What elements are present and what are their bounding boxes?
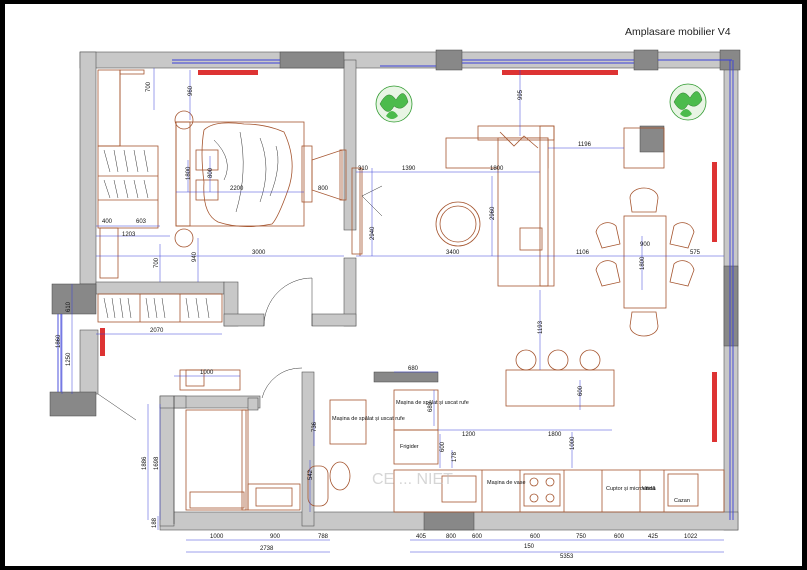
dim-1196: 1196 — [578, 142, 592, 148]
label-fridge: Frigider — [400, 444, 419, 450]
corridor-wardrobe — [97, 293, 223, 323]
kitchen: Mașina de spălat și uscat rufe Frigider … — [393, 389, 725, 513]
living-area — [351, 125, 695, 407]
dim-603: 603 — [136, 219, 147, 225]
dim-900a: 900 — [640, 242, 651, 248]
plan-title: Amplasare mobilier V4 — [625, 26, 731, 38]
dim-940: 940 — [192, 251, 198, 262]
dim-1860: 1860 — [56, 334, 62, 348]
walls — [49, 49, 741, 531]
radiators — [100, 70, 717, 442]
dim-800b: 800 — [318, 186, 329, 192]
dim-bottom-900: 900 — [270, 534, 281, 540]
dim-bottom-150: 150 — [524, 544, 535, 550]
watermark: CE ... NIET — [372, 471, 453, 488]
dim-700a: 700 — [146, 81, 152, 92]
dim-3000: 3000 — [252, 250, 266, 256]
dim-bottom-600c: 600 — [614, 534, 625, 540]
dimension-labels: 700 960 995 1800 800 2200 800 310 1390 1… — [56, 81, 701, 560]
dim-2940: 2940 — [370, 226, 376, 240]
dim-736: 736 — [312, 421, 318, 432]
dim-960: 960 — [188, 85, 194, 96]
dim-600a: 600 — [440, 441, 446, 452]
dim-bottom-425: 425 — [648, 534, 659, 540]
dim-bottom-800: 800 — [446, 534, 457, 540]
dim-400a: 400 — [102, 219, 113, 225]
dim-1800a: 1800 — [186, 166, 192, 180]
floor-plan-sheet: Amplasare mobilier V4 — [5, 4, 802, 566]
dim-1698: 1698 — [154, 456, 160, 470]
label-dishwasher: Mașina de vase — [487, 480, 526, 486]
dim-1800b: 1800 — [490, 166, 504, 172]
dim-bottom-600b: 600 — [530, 534, 541, 540]
label-washer-bath: Mașina de spălat și uscat rufe — [332, 416, 405, 422]
dimension-lines — [61, 68, 724, 553]
dim-2960: 2960 — [490, 206, 496, 220]
dim-1800c: 1800 — [640, 256, 646, 270]
dim-800a: 800 — [208, 167, 214, 178]
dim-bottom-1000: 1000 — [210, 534, 224, 540]
dim-1886: 1886 — [142, 456, 148, 470]
doors — [97, 277, 313, 524]
label-boiler: Cazan — [674, 498, 690, 504]
dim-600b: 600 — [578, 385, 584, 396]
dim-1193: 1193 — [538, 320, 544, 334]
window-lines — [57, 59, 734, 520]
dim-1200: 1200 — [462, 432, 476, 438]
dim-2200: 2200 — [230, 186, 244, 192]
dim-1250: 1250 — [66, 352, 72, 366]
dim-995: 995 — [518, 89, 524, 100]
dim-1390: 1390 — [402, 166, 416, 172]
dim-680a: 680 — [408, 366, 419, 372]
dim-3400: 3400 — [446, 250, 460, 256]
dim-bottom-1022: 1022 — [684, 534, 698, 540]
dim-610: 610 — [66, 301, 72, 312]
plant-right — [669, 83, 707, 121]
dim-310: 310 — [358, 166, 369, 172]
dim-1800d: 1800 — [548, 432, 562, 438]
dim-680b: 680 — [428, 401, 434, 412]
dim-178: 178 — [452, 451, 458, 462]
dim-bottom-405: 405 — [416, 534, 427, 540]
dim-188: 188 — [152, 517, 158, 528]
dim-2070: 2070 — [150, 328, 164, 334]
label-washer-kitchen: Mașina de spălat și uscat rufe — [396, 400, 469, 406]
dim-bottom-5353: 5353 — [560, 554, 574, 560]
bathroom: Mașina de spălat și uscat rufe — [179, 369, 405, 511]
plant-left — [375, 85, 413, 123]
dim-bottom-788: 788 — [318, 534, 329, 540]
dim-bottom-2738: 2738 — [260, 546, 274, 552]
dim-bottom-750: 750 — [576, 534, 587, 540]
dim-575: 575 — [690, 250, 701, 256]
bedroom — [97, 69, 347, 279]
dim-1000a: 1000 — [200, 370, 214, 376]
dim-bottom-600a: 600 — [472, 534, 483, 540]
dim-700b: 700 — [154, 257, 160, 268]
label-sink: Vitină — [642, 486, 657, 492]
label-oven: Cuptor și microundă — [606, 486, 656, 492]
dim-1106: 1106 — [576, 250, 590, 256]
dim-1000b: 1000 — [570, 436, 576, 450]
floor-plan-drawing: Mașina de spălat și uscat rufe Mașina de… — [49, 49, 741, 560]
dim-542: 542 — [308, 469, 314, 480]
dim-1203: 1203 — [122, 232, 136, 238]
